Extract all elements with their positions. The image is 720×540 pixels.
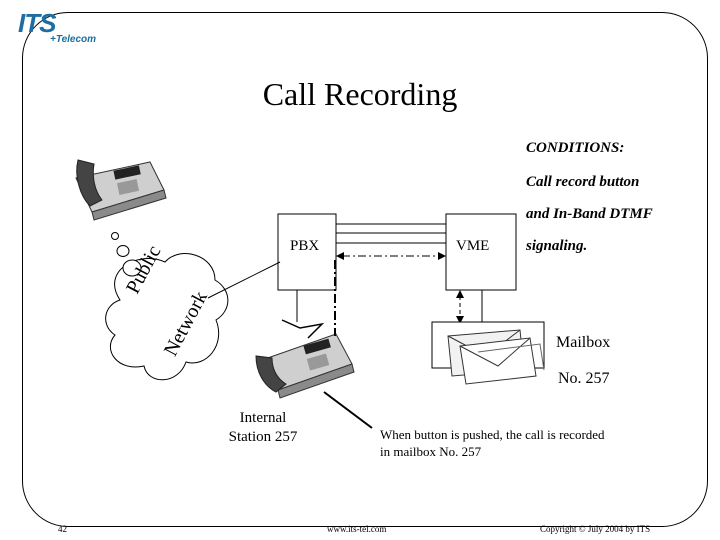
arrowhead-left xyxy=(336,252,344,260)
note-line-1: When button is pushed, the call is recor… xyxy=(380,427,605,442)
vme-label: VME xyxy=(456,238,490,254)
mailbox-icon xyxy=(431,321,545,385)
vme-box xyxy=(445,213,517,291)
logo-subtitle: +Telecom xyxy=(50,34,97,45)
logo-brand: ITS xyxy=(18,8,56,38)
public-network-cloud xyxy=(105,253,229,381)
network-pbx-line xyxy=(207,261,281,299)
thought-bubble-large xyxy=(122,259,142,277)
footer-url: www.its-tel.com xyxy=(327,524,387,534)
internal-station-label-2: Station 257 xyxy=(228,429,298,445)
slide-frame xyxy=(22,12,708,527)
conditions-line-3: signaling. xyxy=(526,238,588,254)
note-pointer xyxy=(323,391,373,429)
thought-bubble-medium xyxy=(116,245,130,257)
note-line-2: in mailbox No. 257 xyxy=(380,444,482,459)
internal-station-label-1: Internal xyxy=(239,410,287,426)
thought-bubble-small xyxy=(111,232,119,240)
external-phone-icon xyxy=(75,159,167,221)
conditions-line-2: and In-Band DTMF xyxy=(526,206,653,222)
conditions-line-1: Call record button xyxy=(526,174,640,190)
page-number: 42 xyxy=(58,524,67,534)
pbx-label: PBX xyxy=(290,238,320,254)
arrowhead-up xyxy=(456,290,464,298)
mailbox-number-label: No. 257 xyxy=(558,370,610,387)
footer-copyright: Copyright © July 2004 by ITS xyxy=(540,524,651,534)
its-logo: ITS +Telecom xyxy=(18,8,96,45)
internal-phone-icon xyxy=(255,319,355,399)
conditions-heading: CONDITIONS: xyxy=(526,140,625,156)
arrowhead-down xyxy=(456,316,464,324)
mailbox-label: Mailbox xyxy=(556,334,611,351)
arrowhead-right xyxy=(438,252,446,260)
pbx-box xyxy=(277,213,337,291)
slide-title: Call Recording xyxy=(262,76,458,112)
